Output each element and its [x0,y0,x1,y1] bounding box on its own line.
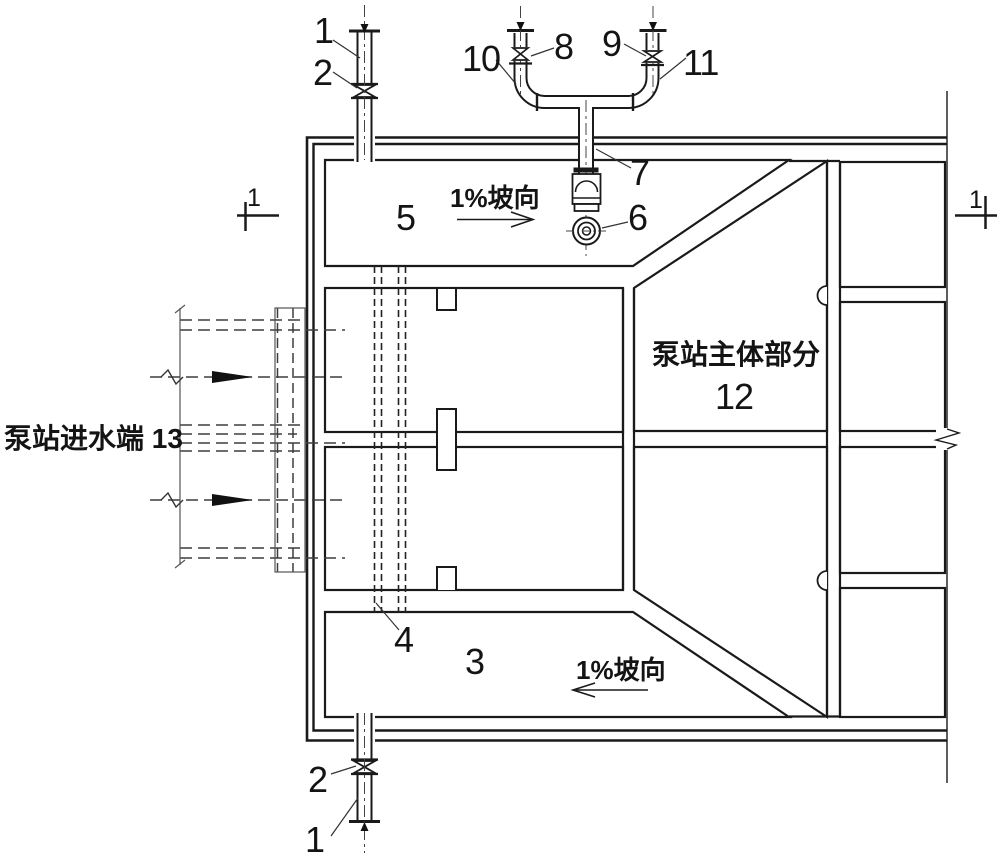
wall-face-lines [621,159,842,718]
inlet-flange-plate [274,307,306,573]
gate-slots [436,289,457,590]
valve-icon [510,47,531,61]
right-room-c [838,445,947,575]
flush-nozzle-device [566,173,607,246]
inlet-channels-dashed [150,304,345,573]
top-inlet-pipe [349,5,380,164]
rooms [323,158,947,720]
slope-note-bottom: 1%坡向 [576,655,666,685]
chamber-upper [323,286,625,434]
callout-4: 4 [394,619,414,660]
callout-11: 11 [683,42,719,83]
callout-10: 10 [462,38,501,79]
chamber-lower [323,445,625,592]
wall-pipe-bumps [816,285,828,591]
callout-8: 8 [554,26,574,67]
break-line-right [933,91,962,783]
callout-valve-2-bottom: 2 [308,759,328,800]
section-marker-right [955,196,997,229]
top-channel-5 [323,158,793,268]
main-body-label: 泵站主体部分 [652,339,821,370]
inlet-end-label-13: 泵站进水端 13 [4,423,183,454]
flush-manifold [507,6,667,256]
main-body-number-12: 12 [714,376,754,417]
flow-arrow-down [360,24,369,33]
flow-arrow-down [516,22,525,31]
bottom-drain-pipe [349,708,380,853]
callout-3: 3 [465,641,485,682]
flow-arrow-up [360,822,369,831]
callout-5: 5 [396,197,416,238]
section-number-left: 1 [247,184,261,212]
inlet-flow-arrows [212,371,253,506]
valve-icon [641,50,664,63]
callout-9: 9 [602,23,622,64]
flow-arrow-upper [212,371,253,383]
callout-pipe-1-bottom: 1 [305,819,325,860]
flow-arrow-lower [212,494,253,506]
callout-6: 6 [628,197,648,238]
flow-arrow-down [649,22,657,31]
right-room-b [838,300,947,433]
slope-arrow-top [457,211,536,228]
callout-7: 7 [630,152,650,193]
section-marker-left [237,202,279,231]
slope-arrow-bottom [570,682,648,698]
gate-slot-middle [436,408,457,471]
leader-lines [330,39,687,837]
callout-pipe-1-top: 1 [314,10,334,51]
break-zigzag [933,428,962,450]
drain-pipes-4 [373,266,407,613]
gate-slot-bottom [436,566,457,590]
pipe-bump-upper [816,285,828,306]
section-number-right: 1 [969,186,983,214]
callout-valve-2-top: 2 [313,52,333,93]
slope-note-top: 1%坡向 [450,183,540,213]
outer-wall [305,136,947,742]
pipe-bump-lower [816,570,828,591]
inlet-break-marks [160,368,184,509]
gate-slot-top [436,289,457,311]
right-room-a [838,160,947,289]
right-room-d [838,586,947,719]
